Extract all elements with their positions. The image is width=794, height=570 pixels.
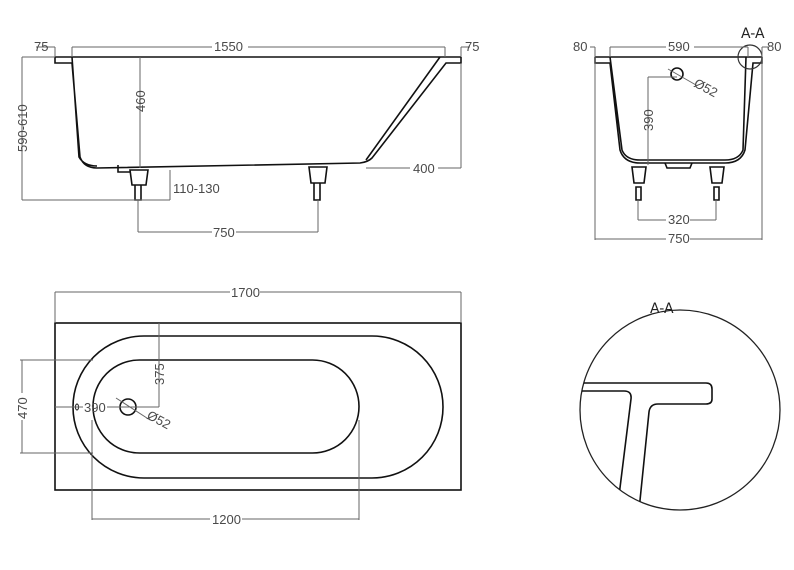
dim-end-left-rim: 80 bbox=[573, 39, 587, 54]
dim-side-leg-spacing: 750 bbox=[213, 225, 235, 240]
section-rim-profile bbox=[580, 382, 713, 510]
end-view: A-A 80 590 80 390 Ø52 320 750 bbox=[573, 26, 781, 246]
dim-end-total-width: 750 bbox=[668, 231, 690, 246]
dim-top-width: 470 bbox=[15, 397, 30, 419]
side-leg-left bbox=[117, 165, 149, 201]
end-drain-trap bbox=[664, 162, 693, 169]
dim-slope: 400 bbox=[413, 161, 435, 176]
dim-end-inner-width: 590 bbox=[668, 39, 690, 54]
dim-side-left-rim: 75 bbox=[34, 39, 48, 54]
end-legs bbox=[631, 166, 725, 201]
dim-end-right-rim: 80 bbox=[767, 39, 781, 54]
section-label-end: A-A bbox=[741, 26, 765, 42]
side-view: 75 1550 75 590-610 460 110-130 400 750 bbox=[15, 39, 479, 240]
dim-end-drain-diameter: Ø52 bbox=[692, 75, 721, 100]
dim-side-height: 590-610 bbox=[15, 104, 30, 152]
dim-top-drain-offset: 390 bbox=[84, 400, 106, 415]
dim-top-bottom-length: 1200 bbox=[212, 512, 241, 527]
dim-end-drain-height: 390 bbox=[641, 109, 656, 131]
section-detail: A-A bbox=[579, 301, 781, 511]
end-outline bbox=[594, 56, 763, 164]
dim-side-right-rim: 75 bbox=[465, 39, 479, 54]
dim-side-depth: 460 bbox=[133, 90, 148, 112]
dim-top-drain-to-edge: 375 bbox=[152, 363, 167, 385]
top-bottom-floor bbox=[92, 359, 360, 454]
top-view: 1700 470 390 375 Ø52 1200 bbox=[15, 285, 462, 527]
dim-top-drain-diameter: Ø52 bbox=[145, 407, 174, 432]
dim-end-leg-spacing: 320 bbox=[668, 212, 690, 227]
dim-leg-adjust: 110-130 bbox=[173, 181, 220, 196]
dim-side-length: 1550 bbox=[214, 39, 243, 54]
side-leg-right bbox=[308, 166, 328, 201]
section-detail-circle bbox=[579, 309, 781, 511]
dim-top-length: 1700 bbox=[231, 285, 260, 300]
side-outline bbox=[54, 56, 462, 169]
end-overflow-hole bbox=[670, 67, 684, 81]
section-detail-label: A-A bbox=[650, 301, 674, 317]
